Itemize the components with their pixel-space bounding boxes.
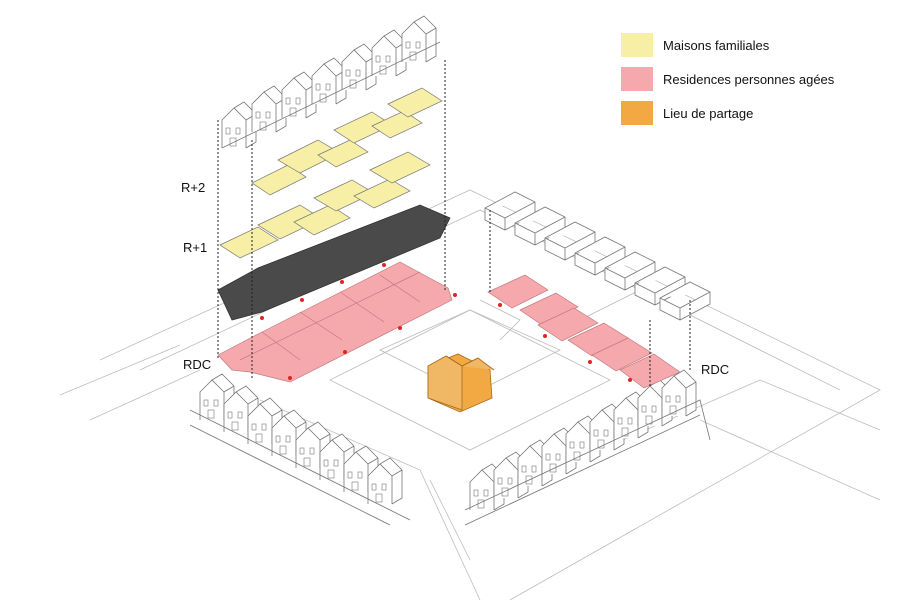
legend-swatch-family xyxy=(621,33,653,57)
legend-label-family: Maisons familiales xyxy=(663,37,770,53)
floor-r1 xyxy=(219,151,431,259)
rdc-right-unit-5 xyxy=(591,337,653,372)
legend-label-shared: Lieu de partage xyxy=(663,105,754,121)
plate-r1-5 xyxy=(353,178,411,209)
level-label-r2: R+2 xyxy=(181,180,206,195)
level-label-rdc-right: RDC xyxy=(701,362,730,377)
legend-item-shared: Lieu de partage xyxy=(621,101,753,125)
projection-lines xyxy=(217,60,691,388)
rdc-right-residences xyxy=(487,274,681,389)
houses-bottom-left xyxy=(189,373,411,526)
legend-swatch-elderly xyxy=(621,67,653,91)
legend-item-family: Maisons familiales xyxy=(621,33,769,57)
floor-r2 xyxy=(251,87,443,196)
rdc-right-unit-3 xyxy=(537,307,599,342)
level-label-rdc-left: RDC xyxy=(183,357,212,372)
rdc-left-slab xyxy=(217,261,453,383)
legend-swatch-shared xyxy=(621,101,653,125)
rdc-right-unit-1 xyxy=(487,274,549,309)
plate-r2-3 xyxy=(317,139,369,168)
rdc-left-residences xyxy=(217,261,453,383)
shared-building xyxy=(427,353,495,413)
plate-r1-6 xyxy=(369,151,431,184)
plate-r2-5 xyxy=(371,110,423,139)
plate-r1-3 xyxy=(293,204,351,236)
plate-r1-1 xyxy=(219,226,279,259)
plate-r2-6 xyxy=(387,87,443,118)
legend-label-elderly: Residences personnes agées xyxy=(663,71,835,87)
level-label-r1: R+1 xyxy=(183,240,208,255)
houses-top-left xyxy=(221,15,441,149)
legend-item-elderly: Residences personnes agées xyxy=(621,67,834,91)
rdc-right-unit-6 xyxy=(619,353,681,389)
houses-bottom-right xyxy=(464,369,711,526)
entrance-markers xyxy=(260,263,632,382)
plate-r2-1 xyxy=(251,164,307,196)
rdc-right-unit-2 xyxy=(519,292,579,326)
